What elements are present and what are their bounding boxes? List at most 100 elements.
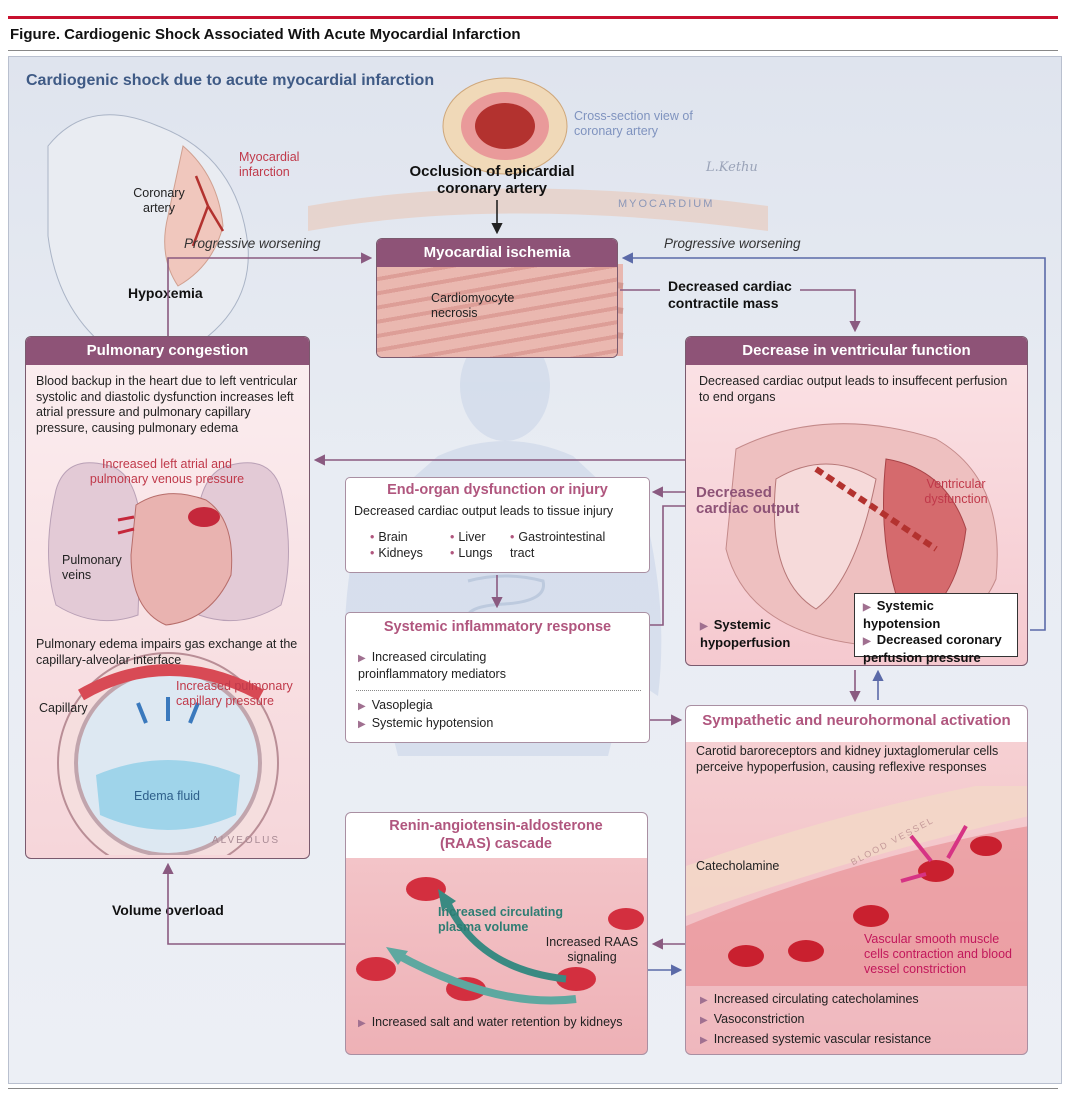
ventricular-function-title: Decrease in ventricular function [686, 337, 1027, 365]
organ-liver: •Liver [450, 530, 485, 546]
organ-brain-text: Brain [378, 530, 408, 544]
bullet-dot-icon: • [450, 530, 455, 544]
divider [356, 690, 641, 691]
plasma-volume-label: Increased circulating plasma volume [438, 905, 564, 934]
sympathetic-title: Sympathetic and neurohormonal activation [702, 712, 1011, 729]
systemic-hypotension-item: ▶Systemic hypotension [863, 598, 1009, 632]
arrow-inflammatory-endorgan [650, 505, 685, 626]
alveolus-label: ALVEOLUS [212, 835, 281, 846]
pulmonary-edema-description: Pulmonary edema impairs gas exchange at … [36, 637, 298, 667]
bullet-icon: ▶ [358, 701, 366, 712]
sympathetic-item-2: ▶ Vasoconstriction [700, 1012, 805, 1029]
inflammatory-box: Systemic inflammatory response ▶Increase… [345, 612, 650, 743]
myocardial-tissue: Cardiomyocyte necrosis [377, 267, 617, 357]
progressive-worsening-left: Progressive worsening [184, 236, 321, 251]
coronary-cross-section [308, 77, 768, 231]
heart-illustration [47, 114, 249, 357]
bullet-dot-icon: • [510, 530, 515, 544]
raas-signaling-label: Increased RAAS signaling [545, 935, 639, 964]
raas-item-text: Increased salt and water retention by ki… [371, 1015, 623, 1029]
pulmonary-description: Blood backup in the heart due to left ve… [36, 374, 298, 435]
raas-box: Renin-angiotensin-aldosterone (RAAS) cas… [345, 812, 648, 1055]
cardiomyocyte-necrosis-label: Cardiomyocyte necrosis [431, 291, 515, 320]
systemic-hypotension-text: Systemic hypotension [863, 598, 941, 631]
end-organ-description: Decreased cardiac output leads to tissue… [354, 504, 614, 518]
systemic-hypoperfusion-label: ▶Systemic hypoperfusion [700, 617, 810, 651]
sympathetic-item-3: ▶ Increased systemic vascular resistance [700, 1032, 931, 1049]
sympathetic-item-3-text: Increased systemic vascular resistance [713, 1032, 932, 1046]
organ-lungs-text: Lungs [458, 546, 493, 560]
inflammatory-item-3: ▶ Systemic hypotension [358, 716, 493, 733]
organ-kidneys: •Kidneys [370, 546, 423, 562]
organ-brain: •Brain [370, 530, 408, 546]
bullet-icon: ▶ [358, 653, 366, 664]
myocardial-ischemia-box: Myocardial ischemia Cardiomyocyte necros… [376, 238, 618, 358]
raas-title: Renin-angiotensin-aldosterone (RAAS) cas… [389, 818, 603, 852]
bullet-icon: ▶ [358, 1018, 366, 1029]
hypoxemia-label: Hypoxemia [128, 285, 203, 301]
decreased-contractile-label: Decreased cardiac contractile mass [668, 278, 792, 311]
end-organ-title: End-organ dysfunction or injury [387, 482, 608, 498]
inflammatory-item-3-text: Systemic hypotension [371, 716, 494, 730]
bullet-icon: ▶ [700, 995, 708, 1006]
coronary-artery-label: Coronary artery [133, 186, 185, 215]
bullet-icon: ▶ [358, 719, 366, 730]
pulmonary-veins-label: Pulmonary veins [62, 553, 122, 582]
artist-signature: L.Kethu [706, 160, 758, 175]
arrow-hypotension-ischemia [621, 252, 1046, 631]
raas-illustration [356, 877, 644, 1005]
sympathetic-description: Carotid baroreceptors and kidney juxtagl… [696, 744, 999, 774]
cross-section-label: Cross-section view of coronary artery [574, 109, 693, 138]
top-rule [8, 16, 1058, 19]
inflammatory-item-1-text: Increased circulating proinflammatory me… [358, 650, 506, 681]
lap-label: Increased left atrial and pulmonary veno… [89, 457, 245, 486]
systemic-hypoperfusion-text: Systemic hypoperfusion [700, 617, 791, 650]
edema-fluid-label: Edema fluid [134, 789, 201, 803]
capillary-pressure-label: Increased pulmonary capillary pressure [176, 679, 293, 708]
bullet-icon: ▶ [863, 602, 871, 613]
ventricular-description: Decreased cardiac output leads to insuff… [699, 374, 1008, 404]
organ-liver-text: Liver [458, 530, 486, 544]
bullet-dot-icon: • [370, 546, 375, 560]
bullet-icon: ▶ [700, 1035, 708, 1046]
sympathetic-box: Sympathetic and neurohormonal activation… [685, 705, 1028, 1055]
blood-vessel-illustration [686, 786, 1027, 986]
inflammatory-item-1: ▶Increased circulating proinflammatory m… [358, 650, 568, 682]
pulmonary-congestion-box: Pulmonary congestion Blood backup in the… [25, 336, 310, 859]
pulmonary-congestion-title: Pulmonary congestion [26, 337, 309, 365]
inflammatory-item-2: ▶Vasoplegia [358, 698, 433, 715]
bottom-rule [8, 1088, 1058, 1089]
myocardial-infarction-label: Myocardial infarction [239, 150, 300, 179]
occlusion-label: Occlusion of epicardial coronary artery [409, 163, 575, 197]
inflammatory-title: Systemic inflammatory response [383, 619, 612, 635]
heart-section-illustration [725, 423, 998, 645]
main-title: Cardiogenic shock due to acute myocardia… [26, 72, 435, 89]
myocardial-ischemia-title: Myocardial ischemia [377, 239, 617, 267]
organ-kidneys-text: Kidneys [378, 546, 423, 560]
bullet-icon: ▶ [700, 621, 708, 632]
organ-lungs: •Lungs [450, 546, 492, 562]
end-organ-box: End-organ dysfunction or injury Decrease… [345, 477, 650, 573]
arrow-ischemia-ventricular [620, 289, 855, 330]
myocardium-label: MYOCARDIUM [618, 198, 715, 210]
coronary-perfusion-text: Decreased coronary perfusion pressure [863, 632, 1002, 665]
hypotension-box: ▶Systemic hypotension ▶Decreased coronar… [854, 593, 1018, 665]
bullet-icon: ▶ [863, 636, 871, 647]
arrow-pulmonary-ischemia [167, 252, 373, 336]
bullet-icon: ▶ [700, 1015, 708, 1026]
vsm-label: Vascular smooth muscle cells contraction… [864, 932, 1013, 976]
ventricular-function-box: Decrease in ventricular function Decreas… [685, 336, 1028, 666]
title-rule [8, 50, 1058, 51]
sympathetic-item-1: ▶ Increased circulating catecholamines [700, 992, 919, 1009]
coronary-perfusion-item: ▶Decreased coronary perfusion pressure [863, 632, 1009, 665]
bullet-dot-icon: • [450, 546, 455, 560]
organ-gi-text: Gastrointestinal tract [510, 530, 606, 560]
sympathetic-item-1-text: Increased circulating catecholamines [713, 992, 919, 1006]
sympathetic-item-2-text: Vasoconstriction [713, 1012, 805, 1026]
capillary-label: Capillary [39, 701, 88, 715]
ventricular-dysfunction-label: Ventricular dysfunction [924, 477, 988, 506]
progressive-worsening-right: Progressive worsening [664, 236, 801, 251]
raas-item: ▶ Increased salt and water retention by k… [358, 1015, 628, 1032]
catecholamine-label: Catecholamine [696, 859, 780, 873]
